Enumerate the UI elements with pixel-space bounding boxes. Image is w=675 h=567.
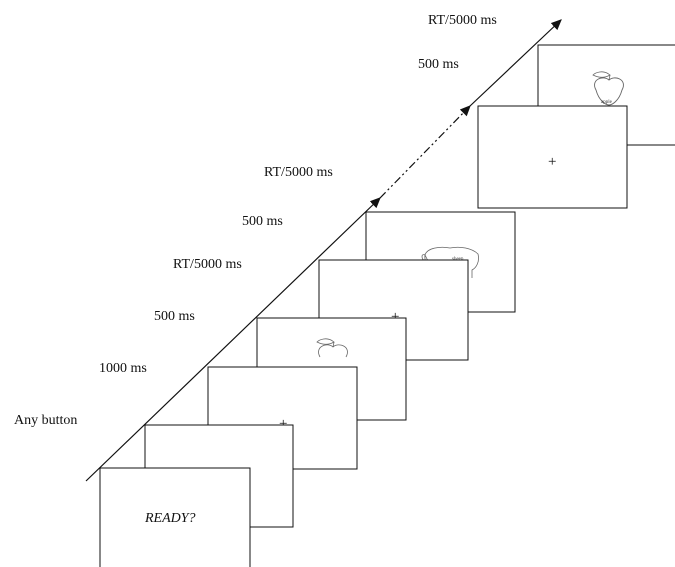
label-rt-5000ms-2: RT/5000 ms xyxy=(264,165,333,180)
fixation-cross-icon: + xyxy=(548,154,556,170)
fixation-cross-icon: + xyxy=(279,416,287,432)
label-any-button: Any button xyxy=(14,413,77,428)
timeline-line-dashed xyxy=(379,105,471,199)
label-500ms-3: 500 ms xyxy=(418,57,459,72)
screen-ready xyxy=(99,467,251,567)
apple-icon xyxy=(592,71,624,106)
fixation-cross-icon: + xyxy=(391,309,399,325)
screen-final-fixation xyxy=(477,105,628,209)
ready-prompt: READY? xyxy=(144,511,196,526)
label-1000ms: 1000 ms xyxy=(99,361,147,376)
label-rt-5000ms-3: RT/5000 ms xyxy=(428,13,497,28)
label-500ms-2: 500 ms xyxy=(242,214,283,229)
label-rt-5000ms-1: RT/5000 ms xyxy=(173,257,242,272)
label-500ms-1: 500 ms xyxy=(154,309,195,324)
timeline-line-upper xyxy=(469,19,562,107)
final-word-label: apple xyxy=(601,100,613,105)
timeline-line-lower xyxy=(85,197,381,482)
apple-icon xyxy=(316,338,348,358)
